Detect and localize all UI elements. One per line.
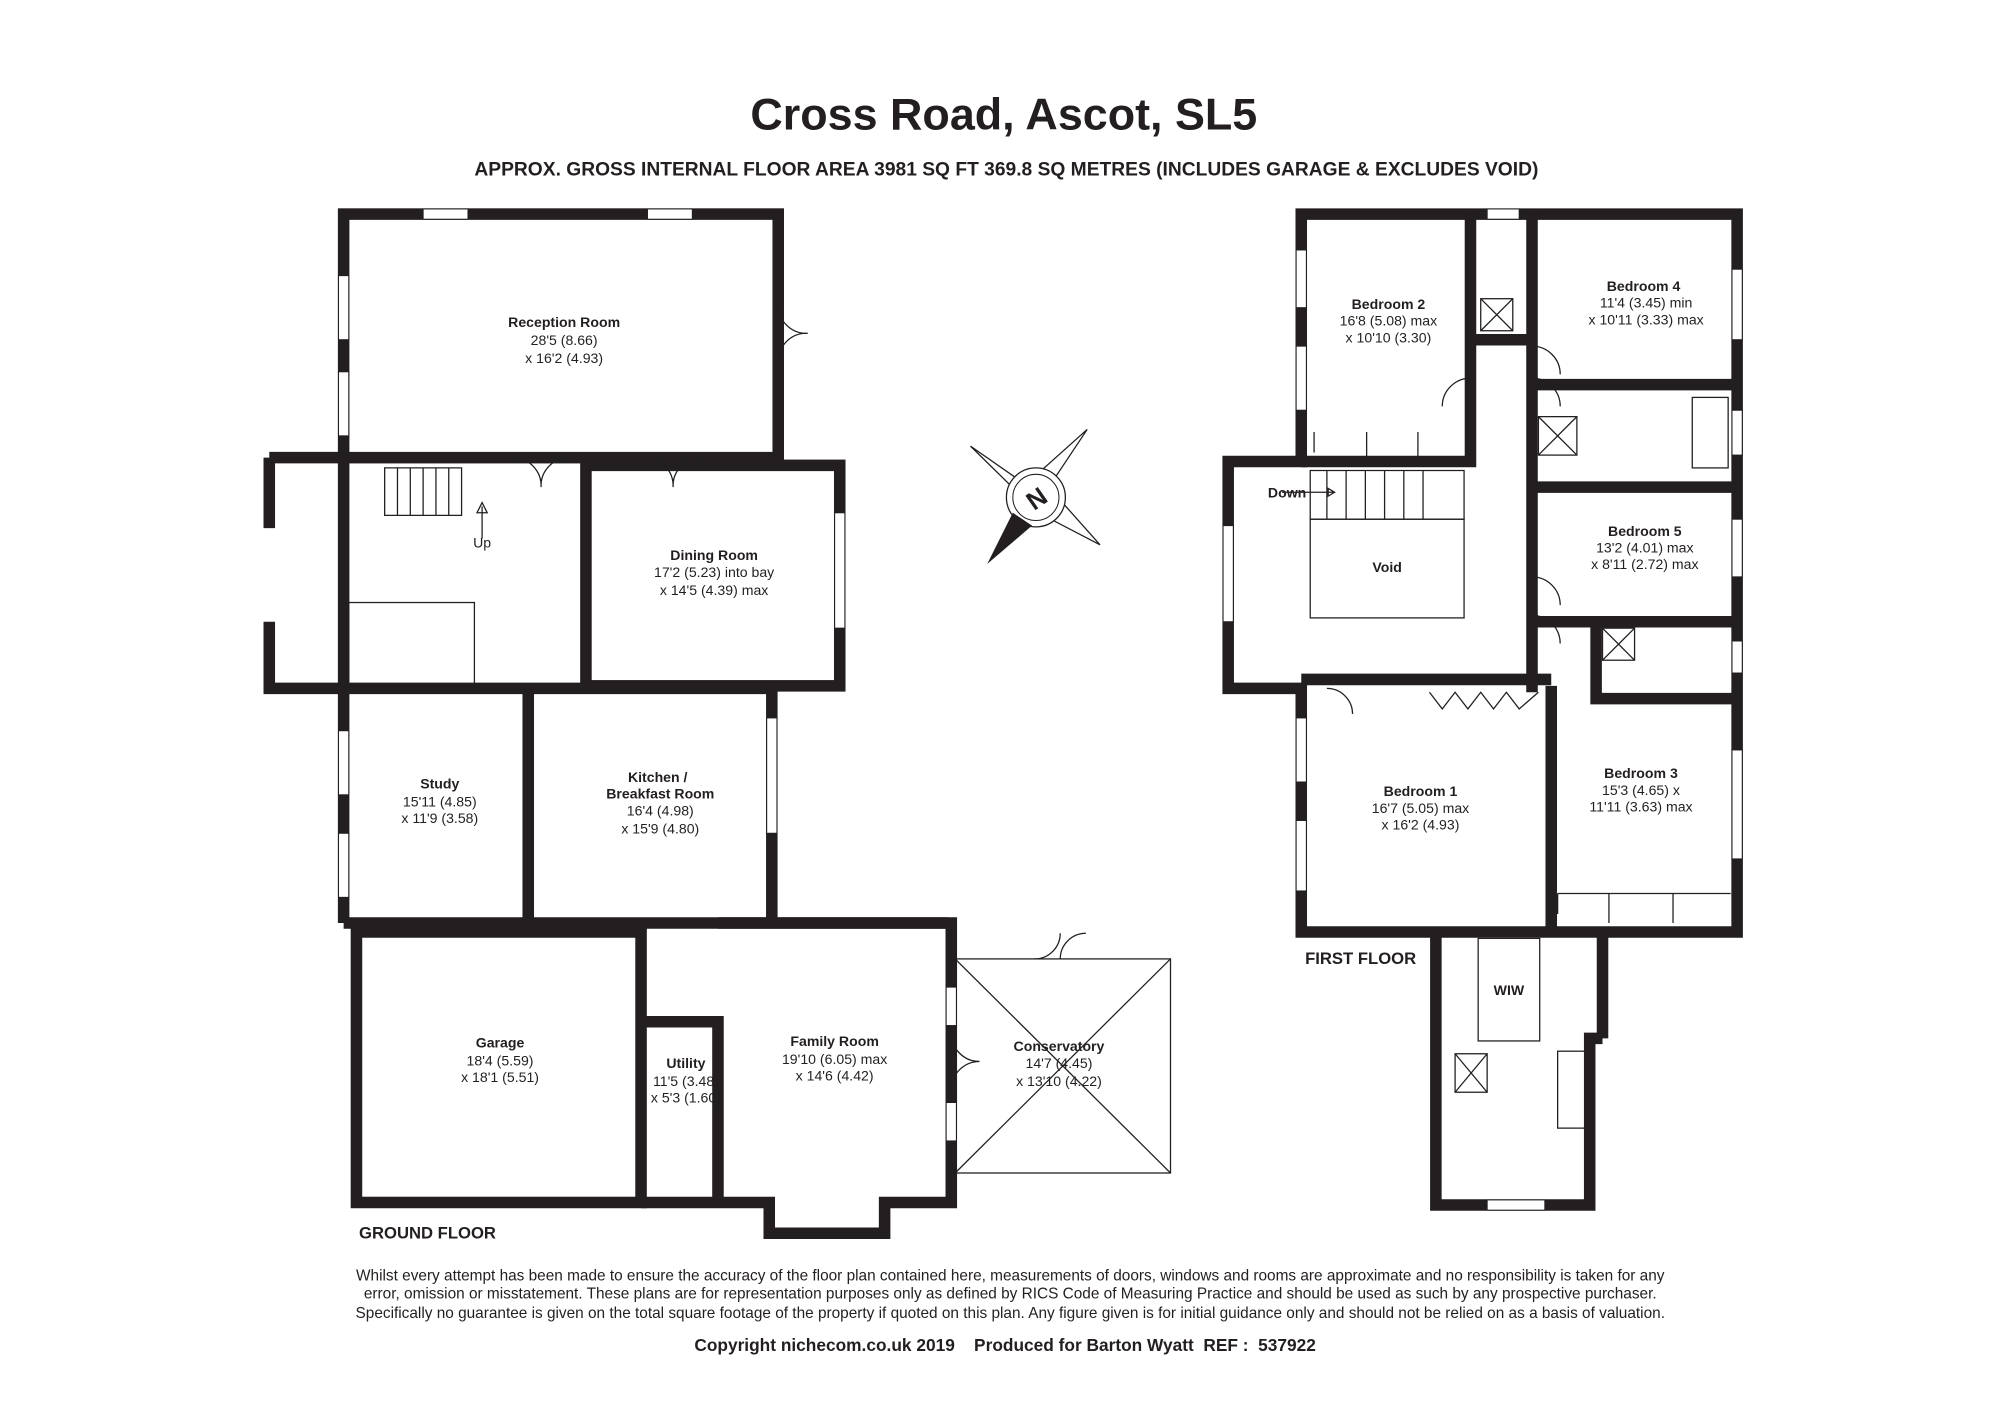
svg-text:28'5 (8.66): 28'5 (8.66) bbox=[531, 332, 598, 348]
svg-text:11'4 (3.45) min: 11'4 (3.45) min bbox=[1600, 295, 1693, 311]
svg-text:17'2 (5.23) into bay: 17'2 (5.23) into bay bbox=[654, 564, 775, 580]
svg-text:x 18'1 (5.51): x 18'1 (5.51) bbox=[461, 1069, 539, 1085]
svg-text:18'4 (5.59): 18'4 (5.59) bbox=[467, 1052, 534, 1068]
svg-text:11'11 (3.63) max: 11'11 (3.63) max bbox=[1589, 798, 1692, 814]
svg-text:x 16'2 (4.93): x 16'2 (4.93) bbox=[1382, 816, 1460, 832]
svg-text:15'3 (4.65) x: 15'3 (4.65) x bbox=[1602, 782, 1680, 798]
svg-text:19'10 (6.05) max: 19'10 (6.05) max bbox=[782, 1051, 887, 1067]
svg-text:x 5'3 (1.60): x 5'3 (1.60) bbox=[651, 1089, 721, 1105]
room-bedroom-2: Bedroom 2 16'8 (5.08) max x 10'10 (3.30) bbox=[1340, 296, 1437, 345]
svg-text:x 10'11 (3.33) max: x 10'11 (3.33) max bbox=[1588, 311, 1703, 327]
svg-text:16'7 (5.05) max: 16'7 (5.05) max bbox=[1372, 800, 1469, 816]
svg-text:11'5 (3.48): 11'5 (3.48) bbox=[653, 1073, 719, 1089]
room-dining: Dining Room 17'2 (5.23) into bay x 14'5 … bbox=[654, 547, 775, 598]
svg-text:Reception Room: Reception Room bbox=[508, 314, 620, 330]
svg-text:Breakfast Room: Breakfast Room bbox=[606, 786, 714, 802]
svg-text:x 13'10 (4.22): x 13'10 (4.22) bbox=[1016, 1073, 1102, 1089]
svg-text:Void: Void bbox=[1372, 559, 1402, 575]
room-study: Study 15'11 (4.85) x 11'9 (3.58) bbox=[401, 775, 478, 826]
svg-text:x 10'10 (3.30): x 10'10 (3.30) bbox=[1346, 329, 1432, 345]
svg-text:x 14'6 (4.42): x 14'6 (4.42) bbox=[796, 1068, 874, 1084]
room-kitchen: Kitchen / Breakfast Room 16'4 (4.98) x 1… bbox=[606, 769, 714, 836]
room-wiw: WIW bbox=[1494, 982, 1525, 998]
svg-text:Bedroom 5: Bedroom 5 bbox=[1608, 523, 1682, 539]
svg-text:error, omission or misstatemen: error, omission or misstatement. These p… bbox=[364, 1286, 1657, 1303]
room-bedroom-4: Bedroom 4 11'4 (3.45) min x 10'11 (3.33)… bbox=[1588, 278, 1703, 327]
svg-text:Bedroom 2: Bedroom 2 bbox=[1352, 296, 1426, 312]
svg-text:13'2 (4.01) max: 13'2 (4.01) max bbox=[1596, 540, 1693, 556]
svg-text:16'4 (4.98): 16'4 (4.98) bbox=[627, 802, 694, 818]
svg-text:Bedroom 4: Bedroom 4 bbox=[1607, 278, 1681, 294]
floor-area-subtitle: APPROX. GROSS INTERNAL FLOOR AREA 3981 S… bbox=[474, 160, 1538, 181]
room-bedroom-1: Bedroom 1 16'7 (5.05) max x 16'2 (4.93) bbox=[1372, 783, 1469, 832]
stairs-up-label: Up bbox=[473, 534, 491, 550]
svg-text:x 14'5 (4.39) max: x 14'5 (4.39) max bbox=[660, 582, 768, 598]
room-conservatory: Conservatory 14'7 (4.45) x 13'10 (4.22) bbox=[1014, 1038, 1105, 1089]
room-garage: Garage 18'4 (5.59) x 18'1 (5.51) bbox=[461, 1034, 539, 1085]
svg-text:Whilst every attempt has been: Whilst every attempt has been made to en… bbox=[356, 1268, 1665, 1285]
page-title: Cross Road, Ascot, SL5 bbox=[750, 88, 1257, 139]
svg-text:Study: Study bbox=[420, 775, 459, 791]
disclaimer: Whilst every attempt has been made to en… bbox=[356, 1268, 1665, 1322]
svg-text:WIW: WIW bbox=[1494, 982, 1525, 998]
room-bedroom-3: Bedroom 3 15'3 (4.65) x 11'11 (3.63) max bbox=[1589, 765, 1692, 814]
room-utility: Utility 11'5 (3.48) x 5'3 (1.60) bbox=[651, 1055, 721, 1106]
svg-text:Dining Room: Dining Room bbox=[670, 547, 758, 563]
svg-text:Conservatory: Conservatory bbox=[1014, 1038, 1105, 1054]
svg-text:x 8'11 (2.72) max: x 8'11 (2.72) max bbox=[1591, 556, 1698, 572]
svg-text:Bedroom 3: Bedroom 3 bbox=[1604, 765, 1678, 781]
svg-text:15'11 (4.85): 15'11 (4.85) bbox=[403, 793, 477, 809]
svg-text:Bedroom 1: Bedroom 1 bbox=[1384, 783, 1458, 799]
first-floor-plan: Down Bedroom 2 16'8 (5.08) max x 10'10 (… bbox=[1222, 208, 1743, 1211]
room-void: Void bbox=[1372, 559, 1402, 575]
svg-text:Garage: Garage bbox=[476, 1034, 525, 1050]
room-reception: Reception Room 28'5 (8.66) x 16'2 (4.93) bbox=[508, 314, 620, 366]
svg-text:x 16'2 (4.93): x 16'2 (4.93) bbox=[525, 350, 603, 366]
svg-text:Utility: Utility bbox=[666, 1055, 705, 1071]
svg-text:Kitchen /: Kitchen / bbox=[628, 769, 688, 785]
room-family: Family Room 19'10 (6.05) max x 14'6 (4.4… bbox=[782, 1033, 887, 1084]
svg-text:Family Room: Family Room bbox=[790, 1033, 878, 1049]
stairs-down-label: Down bbox=[1268, 484, 1306, 500]
room-bedroom-5: Bedroom 5 13'2 (4.01) max x 8'11 (2.72) … bbox=[1591, 523, 1698, 572]
ground-floor-plan: Up Reception Room 28'5 (8.66) x 16'2 (4.… bbox=[263, 208, 1172, 1242]
svg-text:Specifically no guarantee is g: Specifically no guarantee is given on th… bbox=[356, 1305, 1665, 1322]
svg-text:x 11'9 (3.58): x 11'9 (3.58) bbox=[401, 810, 478, 826]
svg-text:14'7 (4.45): 14'7 (4.45) bbox=[1025, 1055, 1092, 1071]
first-floor-label: FIRST FLOOR bbox=[1305, 949, 1416, 968]
ground-floor-label: GROUND FLOOR bbox=[359, 1223, 496, 1242]
compass-north-icon: N bbox=[970, 428, 1101, 565]
copyright: Copyright nichecom.co.uk 2019 Produced f… bbox=[694, 1335, 1316, 1355]
svg-text:x 15'9 (4.80): x 15'9 (4.80) bbox=[621, 820, 699, 836]
svg-text:16'8 (5.08) max: 16'8 (5.08) max bbox=[1340, 313, 1437, 329]
